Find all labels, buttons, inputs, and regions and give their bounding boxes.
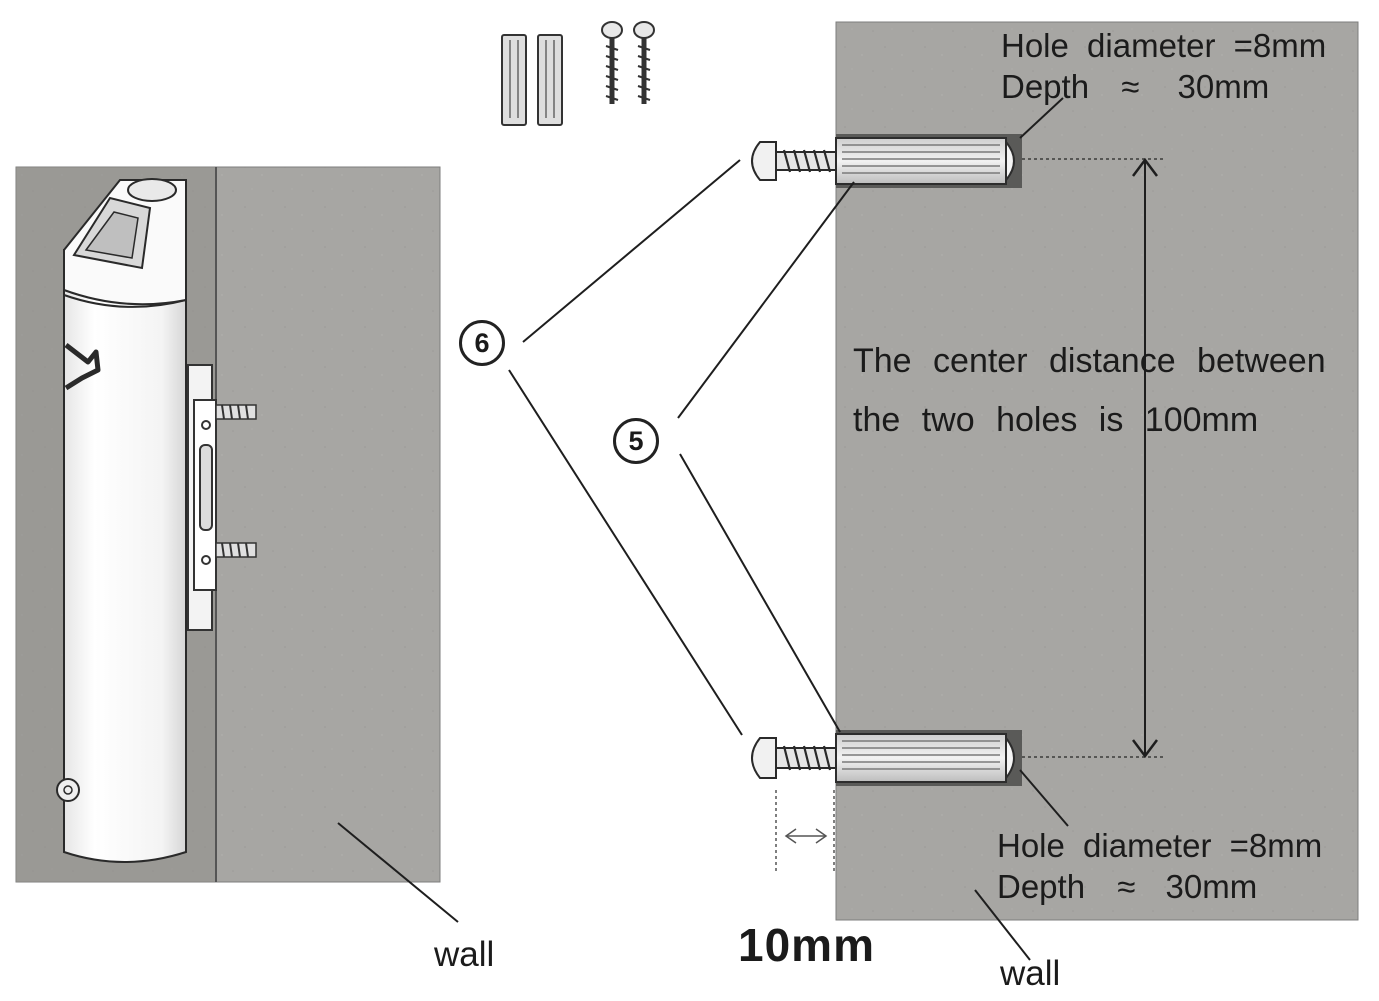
center-distance-line2: the two holes is 100mm [853,401,1259,439]
screw-icon [751,737,837,779]
wall-label-right: wall [1000,954,1061,993]
bracket-screw-bottom-icon [215,542,257,558]
depth-value: 30mm [1165,868,1258,905]
screw-icon [751,141,837,181]
wall-anchor-icon [501,34,527,126]
center-distance-line1: The center distance between [853,342,1326,380]
gap-dimension-label: 10mm [738,919,875,971]
wall-right-leader-line [974,889,1031,961]
right-panel [751,21,1359,961]
depth-text: Depth [1001,68,1090,105]
wall-left-leader-line [337,822,459,923]
top-drill-hole [835,134,1022,188]
bottom-drill-hole [835,730,1022,786]
hole-bottom-depth-label: Depth ≈ 30mm [997,870,1257,903]
hole-bottom-diameter-label: Hole diameter =8mm [997,827,1323,864]
ref-6-leaders [508,159,743,736]
lock-cylinder-icon [56,778,80,802]
dispenser-device [56,178,187,863]
key-lock-icon [64,343,101,391]
approx-symbol: ≈ [1117,868,1136,905]
screw-icon [633,21,655,104]
wall-bracket [187,364,217,631]
ref-5-leaders [677,181,855,733]
ref-number-screw: 6 [459,320,505,366]
gap-dimension-marker [775,790,835,872]
approx-symbol: ≈ [1121,68,1140,105]
wall-anchor-icon [835,733,1007,783]
wall-anchor-icon [537,34,563,126]
left-panel [15,166,459,923]
hole-bottom-leader-line [1019,769,1069,827]
hole-top-diameter-label: Hole diameter =8mm [1001,27,1327,64]
depth-value: 30mm [1177,68,1270,105]
bracket-screw-top-icon [215,404,257,420]
center-distance-arrow [1132,157,1158,759]
hole-top-depth-label: Depth ≈ 30mm [1001,70,1269,103]
depth-text: Depth [997,868,1086,905]
parts-set [501,21,655,126]
screw-icon [601,21,623,104]
wall-label-left: wall [434,935,495,974]
hole-top-leader-line [1019,97,1064,139]
ref-number-anchor: 5 [613,418,659,464]
